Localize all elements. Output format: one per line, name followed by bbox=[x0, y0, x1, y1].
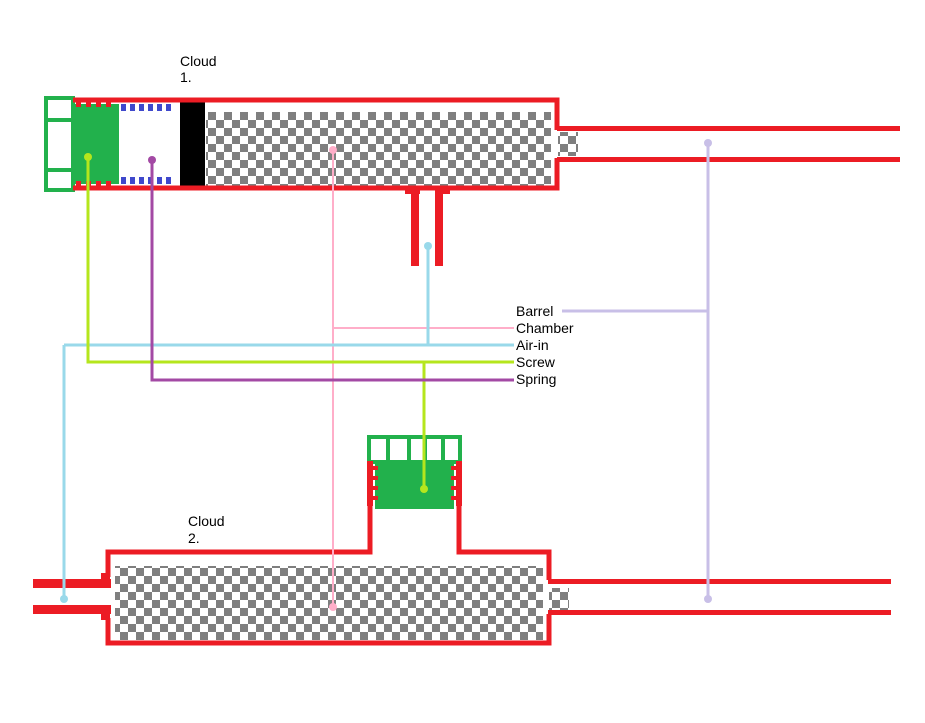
cloud-2-device bbox=[33, 435, 891, 646]
air-in-leader bbox=[62, 246, 514, 599]
cloud-2-inlet bbox=[33, 573, 111, 620]
spring-leader bbox=[150, 160, 514, 382]
cloud-2-screw bbox=[367, 435, 462, 509]
cloud-2-barrel bbox=[548, 579, 891, 615]
cloud-1-title: Cloud bbox=[180, 53, 217, 69]
cloud-2-number: 2. bbox=[188, 530, 200, 546]
cloud-2-chamber-fill bbox=[115, 566, 543, 640]
cloud-1-barrel bbox=[557, 126, 900, 162]
cloud-1-screw bbox=[44, 96, 119, 192]
cloud-1-air-in bbox=[405, 186, 450, 266]
legend-chamber: Chamber bbox=[516, 320, 574, 336]
legend-screw: Screw bbox=[516, 354, 556, 370]
barrel-leader bbox=[562, 143, 710, 599]
cloud-1-plunger bbox=[180, 102, 205, 186]
cloud-1-chamber-fill bbox=[206, 112, 551, 186]
cloud-2-title: Cloud bbox=[188, 513, 225, 529]
cloud-1-device bbox=[44, 96, 900, 266]
legend-barrel: Barrel bbox=[516, 303, 553, 319]
cloud-1-spring bbox=[121, 104, 171, 184]
cloud-2-body bbox=[105, 500, 552, 646]
legend-air-in: Air-in bbox=[516, 337, 549, 353]
cloud-1-body bbox=[73, 97, 560, 191]
cloud-1-number: 1. bbox=[180, 69, 192, 85]
legend-spring: Spring bbox=[516, 371, 556, 387]
screw-leader bbox=[86, 157, 514, 489]
